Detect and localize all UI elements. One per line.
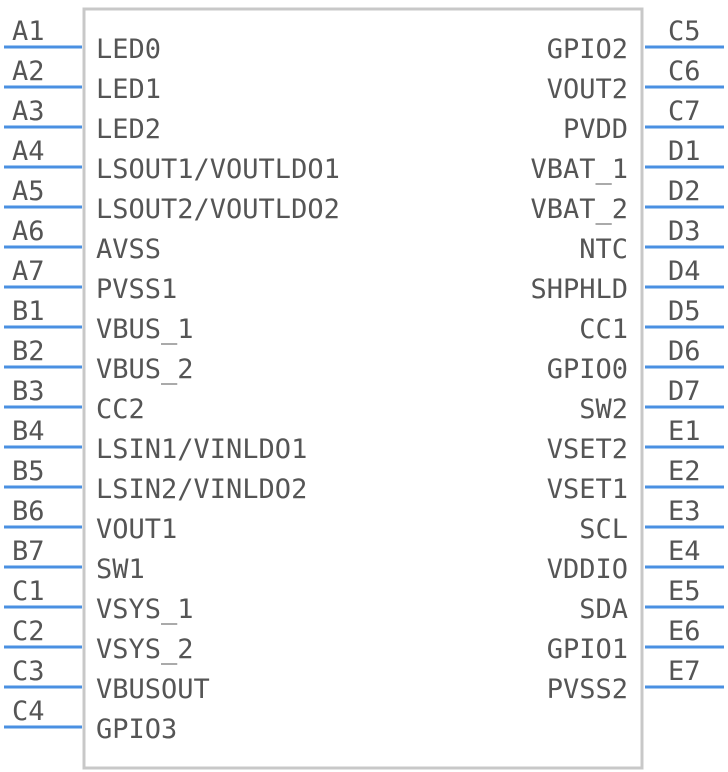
pin-name-e3: SCL: [579, 514, 628, 545]
pin-number-d5: D5: [668, 296, 701, 327]
pin-name-b2: VBUS_2: [96, 354, 194, 385]
pin-name-c1: VSYS_1: [96, 594, 194, 625]
pin-name-c2: VSYS_2: [96, 634, 194, 665]
pin-name-c5: GPIO2: [547, 34, 628, 65]
pin-number-e1: E1: [668, 416, 701, 447]
pin-number-e3: E3: [668, 496, 701, 527]
ic-body-outline: [82, 7, 644, 770]
pin-number-d4: D4: [668, 256, 701, 287]
pin-number-a1: A1: [12, 16, 45, 47]
pin-name-d5: CC1: [579, 314, 628, 345]
pin-name-e7: PVSS2: [547, 674, 628, 705]
pin-number-b7: B7: [12, 536, 45, 567]
pin-name-c6: VOUT2: [547, 74, 628, 105]
pin-number-b1: B1: [12, 296, 45, 327]
pin-number-e4: E4: [668, 536, 701, 567]
pin-number-b6: B6: [12, 496, 45, 527]
pin-number-c2: C2: [12, 616, 45, 647]
pin-number-b3: B3: [12, 376, 45, 407]
pin-name-b5: LSIN2/VINLDO2: [96, 474, 307, 505]
pin-name-a4: LSOUT1/VOUTLDO1: [96, 154, 340, 185]
pin-name-e1: VSET2: [547, 434, 628, 465]
pin-name-d2: VBAT_2: [530, 194, 628, 225]
pin-number-b5: B5: [12, 456, 45, 487]
pin-name-e4: VDDIO: [547, 554, 628, 585]
pin-number-d6: D6: [668, 336, 701, 367]
pin-number-e2: E2: [668, 456, 701, 487]
pin-number-c4: C4: [12, 696, 45, 727]
pin-name-a6: AVSS: [96, 234, 161, 265]
pin-number-a6: A6: [12, 216, 45, 247]
pin-number-e6: E6: [668, 616, 701, 647]
pin-name-c4: GPIO3: [96, 714, 177, 745]
pin-name-a7: PVSS1: [96, 274, 177, 305]
pin-number-c7: C7: [668, 96, 701, 127]
pin-number-a5: A5: [12, 176, 45, 207]
pin-number-a3: A3: [12, 96, 45, 127]
pin-name-e2: VSET1: [547, 474, 628, 505]
pin-name-b1: VBUS_1: [96, 314, 194, 345]
pin-name-a1: LED0: [96, 34, 161, 65]
pin-name-a5: LSOUT2/VOUTLDO2: [96, 194, 340, 225]
pin-number-b4: B4: [12, 416, 45, 447]
pin-number-c5: C5: [668, 16, 701, 47]
pin-name-b7: SW1: [96, 554, 145, 585]
pin-name-e6: GPIO1: [547, 634, 628, 665]
pin-number-d2: D2: [668, 176, 701, 207]
pin-name-c7: PVDD: [563, 114, 628, 145]
pin-number-c1: C1: [12, 576, 45, 607]
pin-number-a4: A4: [12, 136, 45, 167]
pin-number-d3: D3: [668, 216, 701, 247]
pin-number-d7: D7: [668, 376, 701, 407]
pin-number-a7: A7: [12, 256, 45, 287]
pin-number-e7: E7: [668, 656, 701, 687]
pin-name-d6: GPIO0: [547, 354, 628, 385]
pin-name-d1: VBAT_1: [530, 154, 628, 185]
pin-name-d7: SW2: [579, 394, 628, 425]
pin-number-d1: D1: [668, 136, 701, 167]
pin-name-e5: SDA: [579, 594, 628, 625]
pin-name-b6: VOUT1: [96, 514, 177, 545]
pin-name-b3: CC2: [96, 394, 145, 425]
pin-name-a2: LED1: [96, 74, 161, 105]
pin-name-c3: VBUSOUT: [96, 674, 210, 705]
pin-name-b4: LSIN1/VINLDO1: [96, 434, 307, 465]
pin-number-b2: B2: [12, 336, 45, 367]
left-pin-group: A1LED0A2LED1A3LED2A4LSOUT1/VOUTLDO1A5LSO…: [4, 16, 340, 745]
pin-name-d4: SHPHLD: [530, 274, 628, 305]
pin-name-d3: NTC: [579, 234, 628, 265]
pin-number-e5: E5: [668, 576, 701, 607]
pin-number-a2: A2: [12, 56, 45, 87]
pin-name-a3: LED2: [96, 114, 161, 145]
pin-number-c3: C3: [12, 656, 45, 687]
pin-number-c6: C6: [668, 56, 701, 87]
